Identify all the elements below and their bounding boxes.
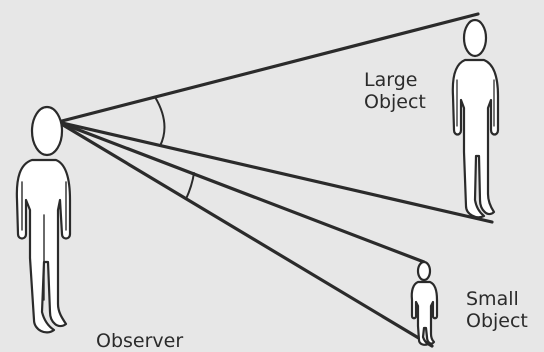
large-object-label-line-1: Large xyxy=(364,69,426,91)
sight-line-large-bottom xyxy=(58,122,492,222)
small-object-label: Small Object xyxy=(466,288,528,332)
large-object-body xyxy=(453,60,498,217)
large-object-figure xyxy=(453,20,498,217)
large-object-label-line-2: Object xyxy=(364,91,426,113)
small-object-figure xyxy=(412,262,437,345)
observer-head xyxy=(32,107,62,155)
small-object-head xyxy=(418,262,430,280)
angle-arc-large xyxy=(155,97,164,146)
large-object-head xyxy=(464,20,486,56)
observer-label: Observer xyxy=(96,330,183,352)
small-object-label-line-2: Object xyxy=(466,310,528,332)
angle-arc-small xyxy=(186,173,194,199)
sight-line-small-bottom xyxy=(58,122,432,346)
large-object-label: Large Object xyxy=(364,69,426,113)
small-object-label-line-1: Small xyxy=(466,288,528,310)
sight-line-small-top xyxy=(58,122,424,262)
observer-figure xyxy=(17,107,70,332)
